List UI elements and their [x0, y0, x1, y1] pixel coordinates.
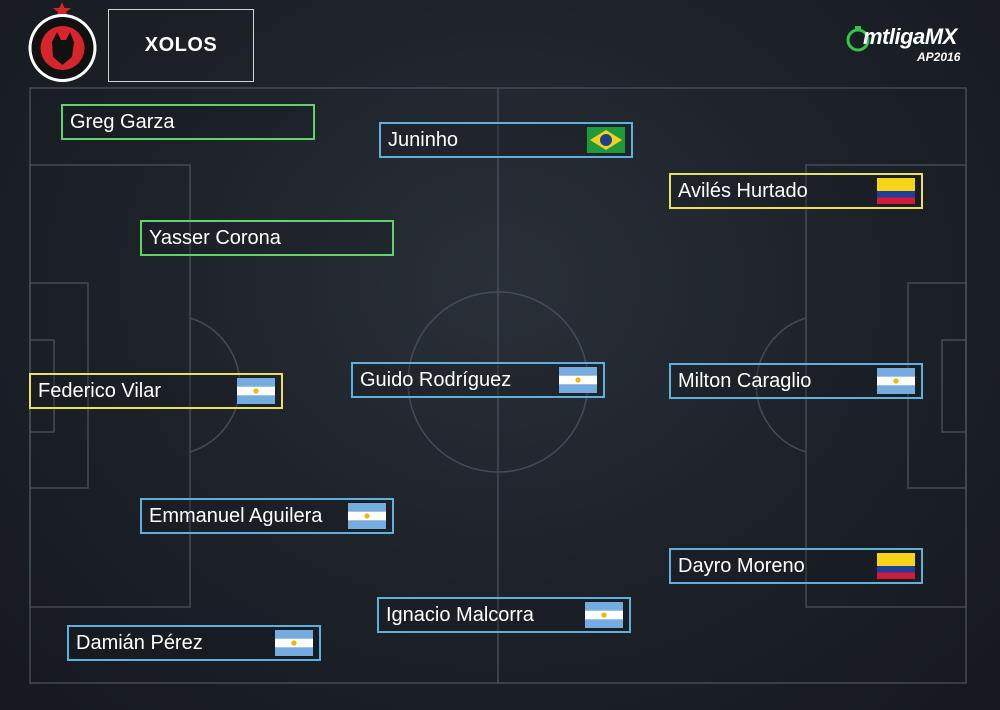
team-name-box: XOLOS [108, 9, 254, 82]
player-name: Avilés Hurtado [678, 179, 808, 202]
club-tijuana-crest-icon [28, 2, 97, 82]
brazil-flag-icon [587, 127, 625, 153]
argentina-flag-icon [559, 367, 597, 393]
player-card[interactable]: Greg Garza [61, 104, 315, 140]
player-name: Emmanuel Aguilera [149, 504, 323, 527]
player-card[interactable]: Guido Rodríguez [351, 362, 605, 398]
player-name: Greg Garza [70, 110, 175, 133]
player-card[interactable]: Damián Pérez [67, 625, 321, 661]
player-card[interactable]: Federico Vilar [29, 373, 283, 409]
player-card[interactable]: Emmanuel Aguilera [140, 498, 394, 534]
player-name: Juninho [388, 128, 459, 151]
player-card[interactable]: Ignacio Malcorra [377, 597, 631, 633]
argentina-flag-icon [275, 630, 313, 656]
player-card[interactable]: Milton Caraglio [669, 363, 923, 399]
player-name: Damián Pérez [76, 631, 203, 654]
right-goal [941, 339, 967, 433]
player-name: Ignacio Malcorra [386, 603, 534, 626]
player-name: Federico Vilar [38, 379, 162, 402]
mtligamx-logo: mtligaMX AP2016 [845, 20, 970, 68]
brand-sub-text: AP2016 [917, 50, 961, 64]
player-card[interactable]: Juninho [379, 122, 633, 158]
player-name: Milton Caraglio [678, 369, 812, 392]
argentina-flag-icon [237, 378, 275, 404]
colombia-flag-icon [877, 553, 915, 579]
colombia-flag-icon [877, 178, 915, 204]
right-penalty-arc [755, 317, 807, 453]
player-name: Yasser Corona [149, 226, 281, 249]
player-card[interactable]: Yasser Corona [140, 220, 394, 256]
argentina-flag-icon [877, 368, 915, 394]
argentina-flag-icon [585, 602, 623, 628]
brand-main-text: mtligaMX [863, 24, 957, 49]
stopwatch-icon [846, 26, 870, 52]
team-name: XOLOS [144, 34, 218, 56]
player-name: Dayro Moreno [678, 554, 805, 577]
player-card[interactable]: Dayro Moreno [669, 548, 923, 584]
argentina-flag-icon [348, 503, 386, 529]
player-card[interactable]: Avilés Hurtado [669, 173, 923, 209]
player-name: Guido Rodríguez [360, 368, 512, 391]
